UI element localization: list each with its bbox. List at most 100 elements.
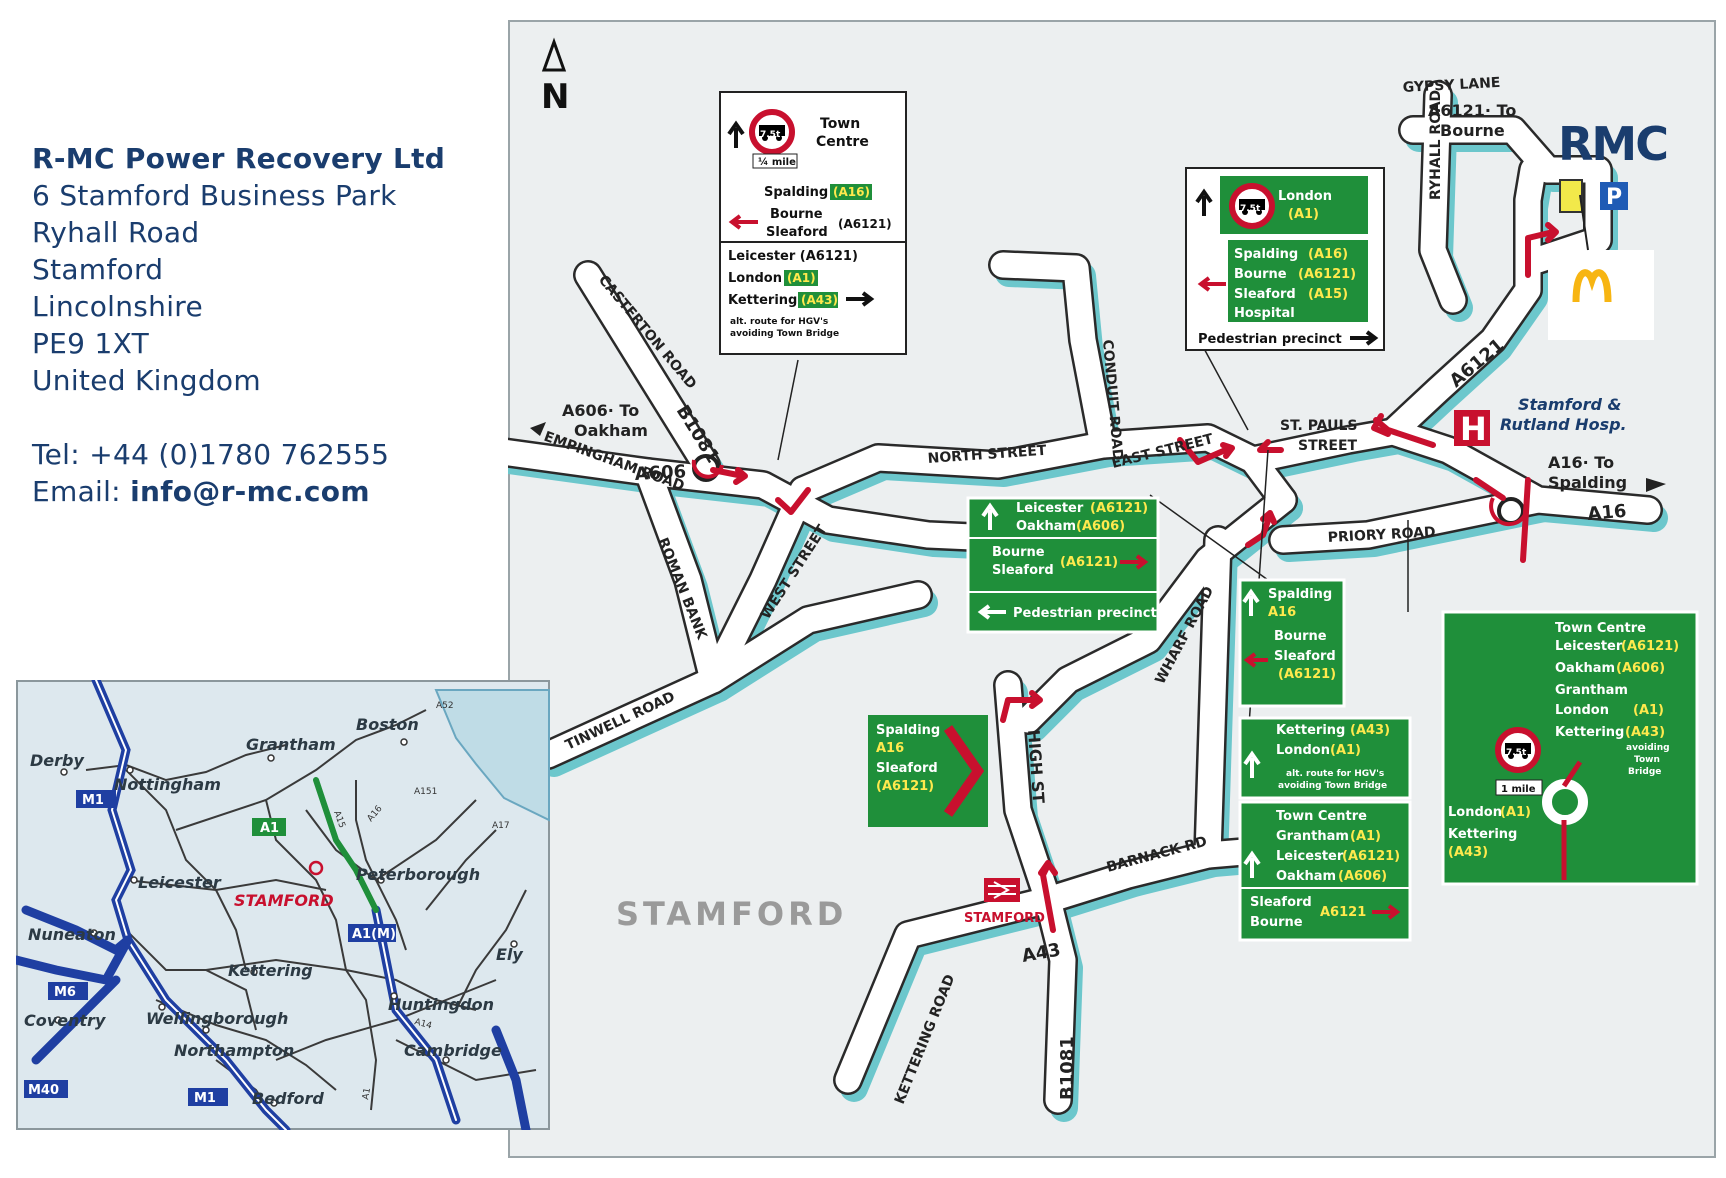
st-pauls-label: ST. PAULS — [1280, 418, 1357, 434]
town-label: STAMFORD — [616, 895, 847, 933]
a1-shield: A1 — [260, 821, 279, 836]
avoiding-3: Bridge — [1628, 767, 1661, 777]
place-leicester: Leicester — [138, 873, 222, 892]
arrow-right-icon — [1372, 904, 1401, 920]
town-centre-1: Town — [820, 116, 860, 132]
tel-label: Tel: — [32, 438, 90, 471]
a6121-bourne-1: A6121· To — [1428, 101, 1516, 120]
kettering-text: Kettering — [1555, 725, 1624, 740]
arrow-right-icon — [1350, 330, 1379, 346]
a6121-text: (A6121) — [1278, 667, 1336, 682]
arrow-up-icon — [1195, 188, 1213, 216]
a43-badge: (A43) — [801, 293, 838, 307]
route-arrows — [710, 222, 1559, 933]
arrow-up-icon — [1242, 588, 1260, 616]
kettering-left-text: Kettering — [1448, 827, 1517, 842]
bourne-text: Bourne — [992, 545, 1045, 560]
a16-spalding-2: Spalding — [1548, 473, 1627, 492]
street-map: N STAMFORD STAMFORD GYPSY LANE RYHALL RO… — [508, 20, 1716, 1158]
address-line-2: Ryhall Road — [32, 216, 200, 249]
address-block: R-MC Power Recovery Ltd 6 Stamford Busin… — [32, 140, 502, 510]
hospital-icon: H — [1460, 410, 1487, 448]
london-text: London — [1555, 703, 1609, 718]
parking-icon: P — [1606, 185, 1622, 210]
arrow-west-icon — [530, 422, 546, 436]
leicester-text: Leicester — [1555, 639, 1623, 654]
stamford-marker-icon — [308, 860, 324, 876]
hgv-limit-text: 7.5t — [760, 130, 781, 140]
arrow-left-icon — [1243, 652, 1268, 668]
bourne-text: Bourne — [1274, 629, 1327, 644]
email-link[interactable]: info@r-mc.com — [130, 475, 370, 508]
a1-text: (A1) — [1288, 207, 1319, 222]
hospital-text: Hospital — [1234, 306, 1295, 321]
sign-chevron-spalding: Spalding A16 Sleaford (A6121) — [868, 715, 988, 827]
arrow-left-icon — [1197, 276, 1226, 292]
rmc-logo: RMC — [1558, 117, 1667, 171]
a606-label: A606 — [634, 461, 687, 485]
a606-oakham-1: A606· To — [562, 401, 639, 420]
sign-london-white: 7.5t London (A1) Spalding (A16) Bourne (… — [1185, 167, 1385, 351]
a1-text: (A1) — [1330, 743, 1361, 758]
london-left-text: London — [1448, 805, 1502, 820]
grantham-text: Grantham — [1276, 829, 1349, 844]
alt-note-1: alt. route for HGV's — [1286, 769, 1384, 779]
rmc-site[interactable]: RMC — [1558, 117, 1669, 213]
kettering-text: Kettering — [1276, 723, 1345, 738]
a43-text: (A43) — [1625, 725, 1665, 740]
a151-label: A151 — [414, 787, 437, 797]
ryhall-road-label: RYHALL ROAD — [1428, 90, 1444, 200]
tel-number[interactable]: +44 (0)1780 762555 — [89, 438, 390, 471]
leader-line — [1579, 194, 1589, 251]
bourne-text: Bourne — [1250, 915, 1303, 930]
sign-kettering-green: Kettering (A43) London (A1) alt. route f… — [1238, 716, 1412, 800]
oakham-text: Oakham — [1555, 661, 1615, 676]
a6121-text: (A6121) — [876, 779, 934, 794]
place-nuneaton: Nuneaton — [28, 925, 116, 944]
inset-town-dots — [54, 738, 518, 1107]
place-northampton: Northampton — [174, 1041, 294, 1060]
inset-motorways — [16, 680, 531, 1130]
email-label: Email: — [32, 475, 131, 508]
sign-town-centre-green: Town Centre Grantham (A1) Leicester (A61… — [1238, 800, 1412, 942]
a15-text: (A15) — [1308, 287, 1348, 302]
spalding-text: Spalding — [764, 185, 828, 200]
bourne-text: Bourne — [770, 207, 823, 222]
a17-label: A17 — [492, 821, 510, 831]
telephone: Tel: +44 (0)1780 762555 — [32, 436, 502, 473]
place-derby: Derby — [30, 751, 84, 770]
mcdonalds-logo-icon — [1572, 269, 1612, 303]
address-line-4: Lincolnshire — [32, 290, 204, 323]
sleaford-text: Sleaford — [992, 563, 1054, 578]
avoiding-2: Town — [1634, 755, 1660, 765]
a606-oakham-2: Oakham — [574, 421, 648, 440]
a16-road-label: A16 — [1587, 501, 1628, 525]
a16-text: A16 — [1268, 605, 1296, 620]
railway-station: STAMFORD — [964, 878, 1045, 926]
a52-label: A52 — [436, 701, 454, 711]
hgv-limit-text: 7.5t — [1506, 748, 1527, 758]
one-mile-text: 1 mile — [1501, 784, 1536, 795]
inset-frame — [16, 680, 550, 1130]
leicester-text: Leicester (A6121) — [728, 249, 858, 264]
spalding-text: Spalding — [1234, 247, 1298, 262]
a1-text: (A1) — [1350, 829, 1381, 844]
rmc-building — [1559, 179, 1583, 213]
a6121-bourne-2: Bourne — [1440, 121, 1505, 140]
london-text: London — [1278, 189, 1332, 204]
a606-text: (A606) — [1338, 869, 1387, 884]
gypsy-lane-label: GYPSY LANE — [1402, 75, 1500, 96]
arrow-left-icon — [728, 214, 758, 230]
sleaford-text: Sleaford — [1250, 895, 1312, 910]
hospital-name-2: Rutland Hosp. — [1500, 415, 1627, 434]
place-huntingdon: Huntingdon — [388, 995, 494, 1014]
town-centre-2: Centre — [816, 134, 869, 150]
chevron-icon — [943, 725, 985, 817]
place-peterborough: Peterborough — [356, 865, 480, 884]
a16-text: (A16) — [1308, 247, 1348, 262]
address-line-5: PE9 1XT — [32, 327, 149, 360]
place-coventry: Coventry — [24, 1011, 106, 1030]
a6121-text: (A6121) — [838, 217, 892, 231]
kettering-text: Kettering — [728, 293, 797, 308]
arrow-right-icon — [1120, 554, 1149, 570]
